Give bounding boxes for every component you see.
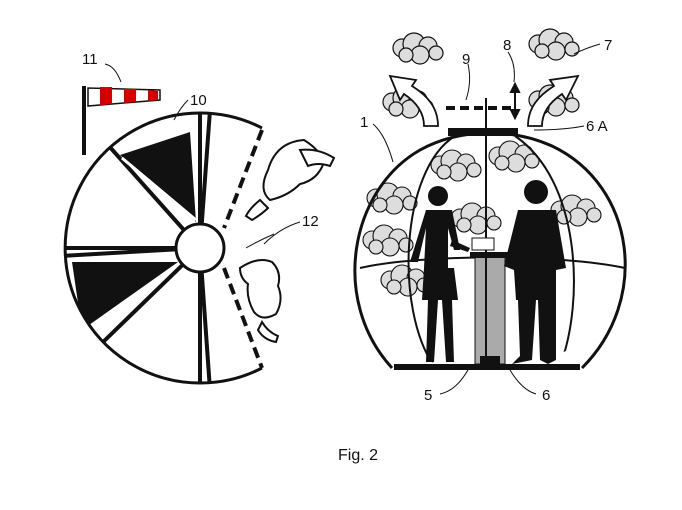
- ref-6: 6: [542, 387, 550, 404]
- vertical-arrow: [509, 81, 521, 121]
- ref-1: 1: [360, 114, 368, 131]
- airflow-arrows: [388, 74, 580, 127]
- person-top-view-1: [244, 138, 336, 222]
- floor-base: [394, 364, 580, 370]
- black-wedge-lower: [72, 262, 178, 330]
- standing-table: [470, 130, 510, 365]
- dashed-boundary: [222, 129, 264, 369]
- ref-10: 10: [190, 92, 207, 109]
- center-hub: [174, 222, 226, 274]
- ref-11: 11: [82, 51, 98, 68]
- ref-5: 5: [424, 387, 432, 404]
- woman-silhouette: [410, 186, 470, 362]
- ref-7: 7: [604, 37, 612, 54]
- windsock-icon: [82, 86, 161, 155]
- ref-9: 9: [462, 51, 470, 68]
- reference-labels: 11 10 12 1 9 8 7 6 A 5 6: [82, 37, 612, 404]
- figure-caption: Fig. 2: [338, 447, 378, 464]
- black-wedge-upper: [120, 132, 196, 222]
- ref-8: 8: [503, 37, 511, 54]
- ref-12: 12: [302, 213, 319, 230]
- outer-circle: [63, 111, 263, 385]
- side-view-diagram: [353, 28, 627, 395]
- person-top-view-2: [238, 259, 282, 344]
- top-view-diagram: [63, 63, 336, 385]
- ref-6a: 6 A: [586, 118, 608, 135]
- man-silhouette: [504, 180, 566, 364]
- bubble-dome: [353, 131, 627, 370]
